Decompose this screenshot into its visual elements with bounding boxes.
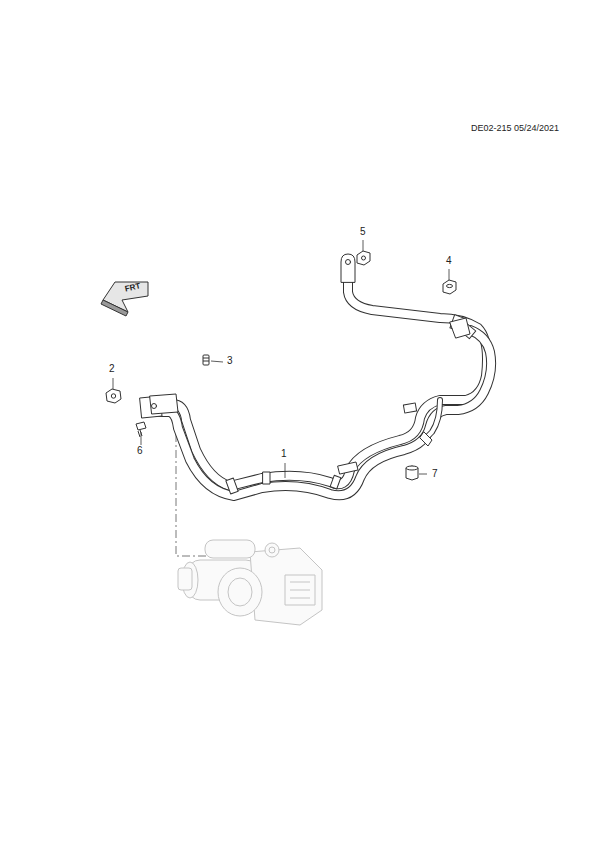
starter-motor: [178, 540, 322, 625]
callout-number: 5: [359, 226, 367, 238]
callout-number: 2: [108, 363, 116, 375]
drawing-code: DE02-215 05/24/2021: [470, 123, 560, 134]
battery-cable: [140, 254, 491, 496]
callout-number: 1: [280, 448, 288, 460]
fasteners: [106, 251, 456, 480]
leader-lines: [113, 240, 449, 478]
callout-number: 7: [431, 468, 439, 480]
front-arrow-icon: [101, 282, 148, 316]
callout-number: 6: [136, 445, 144, 457]
callout-number: 3: [226, 355, 234, 367]
callout-number: 4: [445, 255, 453, 267]
